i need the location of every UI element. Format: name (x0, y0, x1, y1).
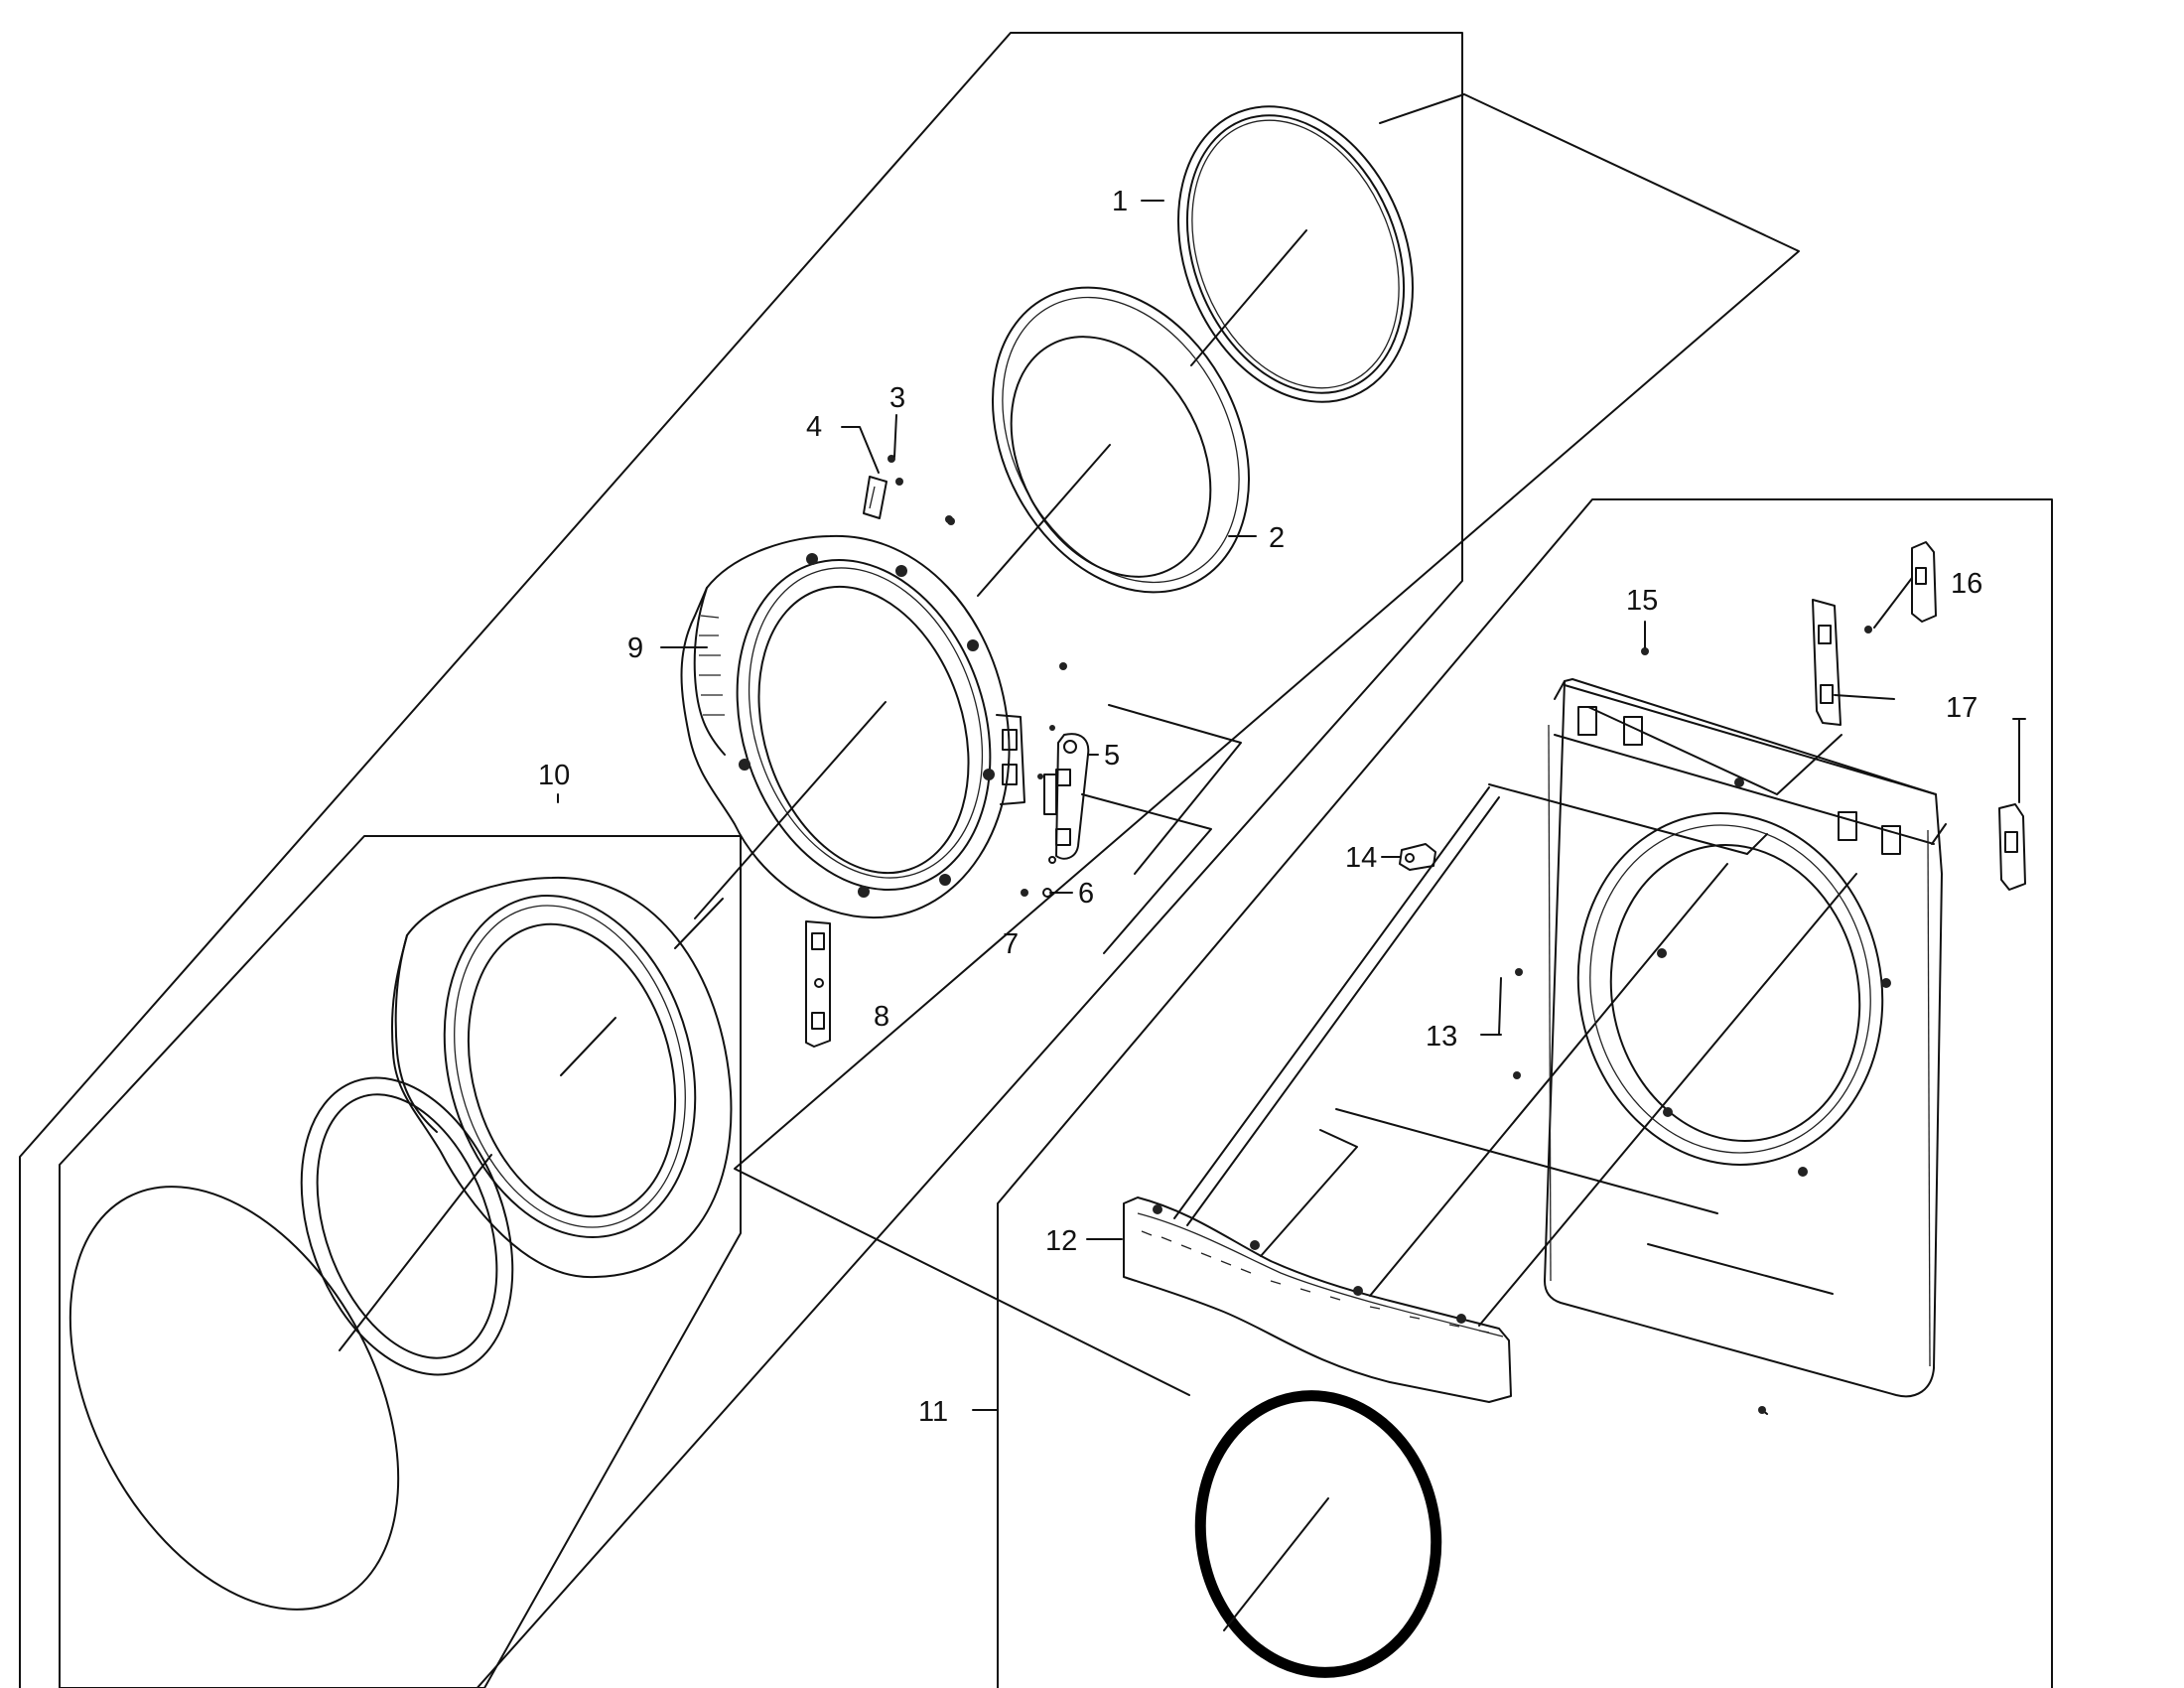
part-3-screws (887, 455, 953, 523)
leader-17 (1834, 694, 1895, 700)
part-11-gasket (1194, 1390, 1442, 1678)
callout-9: 9 (627, 633, 643, 664)
callout-11: 11 (918, 1396, 948, 1428)
part-8-hinge-plate (805, 920, 831, 1048)
part-15-screw-bottom (1758, 1406, 1766, 1414)
callout-3: 3 (889, 382, 905, 414)
callout-13: 13 (1426, 1021, 1457, 1053)
leader-11-center (1223, 1497, 1329, 1631)
callout-4: 4 (806, 411, 822, 443)
part-9-inner-door-frame (680, 517, 1067, 919)
callout-16: 16 (1951, 568, 1982, 600)
part-14-latch (1399, 843, 1436, 871)
callout-10: 10 (538, 760, 570, 791)
front-panel (1544, 678, 1947, 1398)
part-15-screw (1641, 647, 1649, 655)
part-1-ring (1177, 105, 1414, 403)
leader-4 (841, 426, 880, 474)
front-panel-hooks (1577, 706, 1901, 1177)
callout-14: 14 (1345, 842, 1377, 874)
part-7-leader-frame (1081, 704, 1242, 954)
door-assembly-outline (19, 32, 1463, 1688)
part-12-control-trim (1123, 1196, 1512, 1403)
leader-10-ring (339, 1154, 492, 1351)
part-17-hinge-plate (1812, 599, 2026, 891)
part-16-bracket (1864, 541, 1937, 633)
leader-3 (893, 414, 897, 458)
leader-10-glass (674, 898, 724, 949)
part-4-hinge-bracket (863, 476, 887, 519)
callout-6: 6 (1078, 878, 1094, 910)
part-6-screws (1021, 856, 1056, 898)
callout-1: 1 (1112, 186, 1128, 217)
callout-2: 2 (1269, 522, 1285, 554)
callout-8: 8 (874, 1001, 889, 1033)
callout-7: 7 (1003, 928, 1019, 960)
leader-9-center (694, 701, 887, 919)
part-13-screws (1513, 968, 1523, 1079)
part-12-leader-frame (1173, 786, 1857, 1327)
part-2-door-glass (992, 286, 1250, 594)
part-10-outer-door (390, 876, 733, 1279)
front-panel-leader-frame (1335, 706, 1843, 1295)
part-11-leader-frame (734, 93, 1800, 1396)
part-10-trim-ring (300, 1076, 514, 1376)
leader-1-center (1190, 229, 1307, 366)
callout-17: 17 (1946, 692, 1978, 724)
callout-12: 12 (1045, 1225, 1077, 1257)
leader-10-center (560, 1017, 616, 1076)
part-10-outer-glass (68, 1186, 400, 1611)
front-panel-assembly-outline (997, 498, 2053, 1688)
callout-15: 15 (1626, 585, 1658, 617)
part-5-hinge (1037, 725, 1090, 860)
leader-13 (1480, 977, 1502, 1036)
callout-5: 5 (1104, 740, 1120, 772)
leader-2-center (977, 444, 1111, 597)
